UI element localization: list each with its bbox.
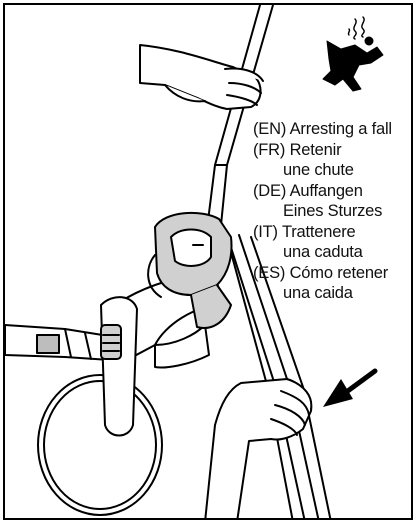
upper-hand [140,45,263,109]
caption-es-lang: (ES) [253,264,285,282]
caption-de-text: Auffangen [290,182,363,200]
caption-de: (DE) Auffangen [253,181,392,202]
caption-en: (EN) Arresting a fall [253,119,392,140]
caption-es-text: Cómo retener [290,264,388,282]
caption-es-cont: una caida [253,283,392,304]
caption-fr-lang: (FR) [253,141,285,159]
caption-en-text: Arresting a fall [290,120,392,138]
caption-de-cont: Eines Sturzes [253,201,392,222]
carabiner [101,297,137,435]
caption-fr-cont: une chute [253,160,392,181]
arrow-icon [323,371,375,407]
caption-it-lang: (IT) [253,223,278,241]
multilingual-caption: (EN) Arresting a fall (FR) Retenir une c… [253,119,392,304]
caption-de-lang: (DE) [253,182,286,200]
caption-fr-text: Retenir [290,141,342,159]
lower-hand [205,379,311,520]
caption-it-cont: una caduta [253,242,392,263]
caption-it: (IT) Trattenere [253,222,392,243]
caption-it-text: Trattenere [282,223,356,241]
caption-es: (ES) Cómo retener [253,263,392,284]
caption-fr: (FR) Retenir [253,140,392,161]
falling-climber-icon [323,17,383,91]
illustration-frame: (EN) Arresting a fall (FR) Retenir une c… [3,3,413,520]
belay-loop [38,375,162,515]
caption-en-lang: (EN) [253,120,286,138]
